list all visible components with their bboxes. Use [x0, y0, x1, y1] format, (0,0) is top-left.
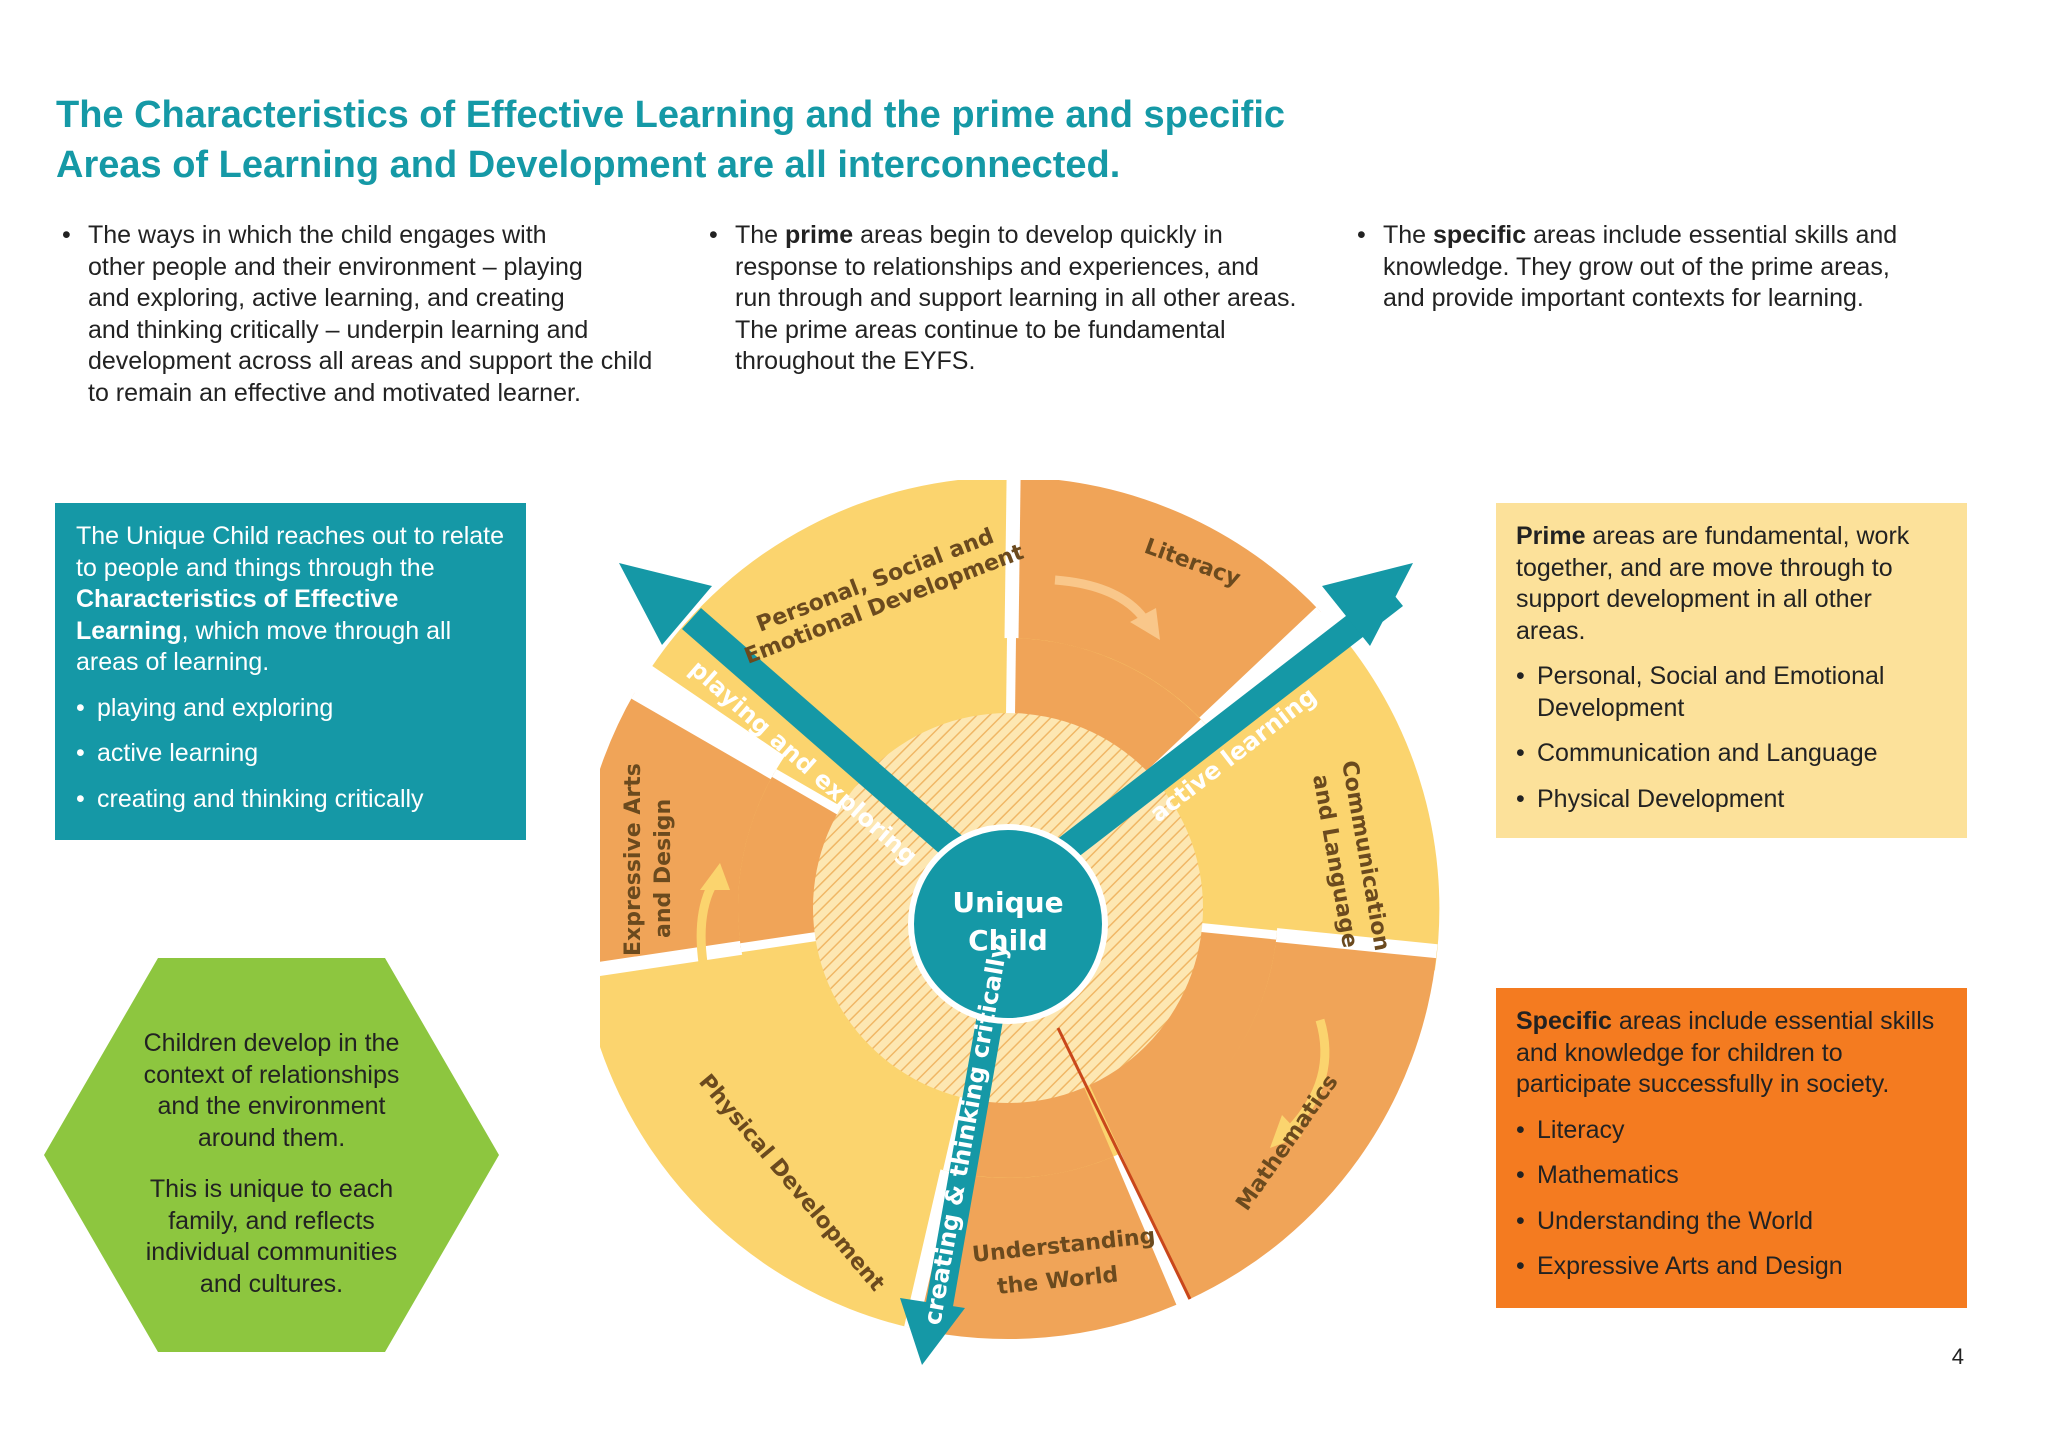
list-item: Literacy: [1516, 1115, 1947, 1147]
hexagon-paragraph: Children develop in the context of relat…: [143, 1029, 400, 1152]
prime-areas-box: Prime areas are fundamental, work togeth…: [1496, 503, 1967, 838]
list-item: Personal, Social and Emotional Developme…: [1516, 661, 1947, 724]
prime-intro: Prime areas are fundamental, work togeth…: [1516, 522, 1910, 645]
title-line-1: The Characteristics of Effective Learnin…: [56, 94, 1286, 136]
label-ead-line-2: and Design: [651, 799, 676, 938]
learning-wheel: Unique Child playing and exploring activ…: [600, 480, 1440, 1365]
column-line: and provide important contexts for learn…: [1383, 284, 1864, 312]
column-line: run through and support learning in all …: [735, 284, 1297, 312]
characteristics-list: playing and exploring active learning cr…: [76, 693, 506, 816]
list-item: playing and exploring: [76, 693, 506, 725]
intro-column-prime: • The prime areas begin to develop quick…: [709, 220, 1329, 378]
arrow-shaft-active: [994, 585, 1403, 909]
column-line: The prime areas continue to be fundament…: [735, 315, 1226, 344]
column-line: knowledge. They grow out of the prime ar…: [1383, 252, 1890, 281]
specific-keyword: specific: [1433, 221, 1527, 249]
page-number: 4: [1951, 1344, 1964, 1369]
relationships-hexagon: Children develop in the context of relat…: [44, 958, 499, 1352]
list-item: Mathematics: [1516, 1160, 1947, 1192]
column-line: and exploring, active learning, and crea…: [88, 284, 565, 312]
intro-column-characteristics: • The ways in which the child engages wi…: [62, 220, 682, 409]
arrowhead-creating: [900, 1298, 965, 1365]
prime-box-keyword: Prime: [1516, 522, 1586, 550]
column-line: and thinking critically – underpin learn…: [88, 315, 589, 344]
column-line: development across all areas and support…: [88, 347, 653, 375]
characteristics-keyword: Characteristics of Effective Learning: [76, 585, 399, 645]
column-line: to remain an effective and motivated lea…: [88, 378, 581, 407]
unique-child-circle: [908, 824, 1108, 1024]
column-line: The prime areas begin to develop quickly…: [735, 221, 1223, 249]
prime-keyword: prime: [785, 221, 854, 249]
column-line: The ways in which the child engages with: [88, 221, 547, 249]
center-label-line-1: Unique: [952, 886, 1063, 919]
center-label-line-2: Child: [968, 924, 1048, 957]
specific-list: Literacy Mathematics Understanding the W…: [1516, 1115, 1947, 1283]
curved-arrow-literacy: [1054, 575, 1149, 623]
list-item: Communication and Language: [1516, 738, 1947, 770]
arrow-shaft-playing: [682, 608, 1022, 909]
column-line: The specific areas include essential ski…: [1383, 221, 1898, 249]
curved-arrow-mathematics: [1286, 1018, 1330, 1134]
list-item: active learning: [76, 738, 506, 770]
column-line: throughout the EYFS.: [735, 347, 976, 375]
bullet: •: [709, 221, 718, 249]
label-ead-line-1: Expressive Arts: [621, 763, 646, 956]
list-item: creating and thinking critically: [76, 784, 506, 816]
characteristics-box: The Unique Child reaches out to relate t…: [55, 503, 526, 840]
arrowhead-active: [1322, 563, 1413, 646]
arrowhead-playing: [619, 563, 712, 645]
specific-areas-box: Specific areas include essential skills …: [1496, 988, 1967, 1308]
specific-intro: Specific areas include essential skills …: [1516, 1007, 1935, 1098]
hexagon-paragraph: This is unique to each family, and refle…: [145, 1175, 398, 1298]
prime-list: Personal, Social and Emotional Developme…: [1516, 661, 1947, 815]
list-item: Physical Development: [1516, 784, 1947, 816]
bullet: •: [1357, 221, 1366, 249]
column-line: other people and their environment – pla…: [88, 252, 583, 281]
arrowhead-expressive: [700, 863, 730, 890]
characteristics-intro: The Unique Child reaches out to relate t…: [76, 522, 505, 676]
title-line-2: Areas of Learning and Development are al…: [56, 144, 1121, 186]
bullet: •: [62, 221, 71, 249]
list-item: Understanding the World: [1516, 1206, 1947, 1238]
column-line: response to relationships and experience…: [735, 252, 1259, 281]
specific-box-keyword: Specific: [1516, 1007, 1612, 1035]
arrowhead-mathematics: [1270, 1115, 1302, 1148]
page-title: The Characteristics of Effective Learnin…: [56, 90, 1396, 190]
hexagon-shape: [44, 958, 499, 1352]
specific-divider-line: [1056, 1027, 1192, 1300]
list-item: Expressive Arts and Design: [1516, 1251, 1947, 1283]
intro-column-specific: • The specific areas include essential s…: [1357, 220, 1977, 315]
arrowhead-literacy: [1130, 608, 1160, 640]
